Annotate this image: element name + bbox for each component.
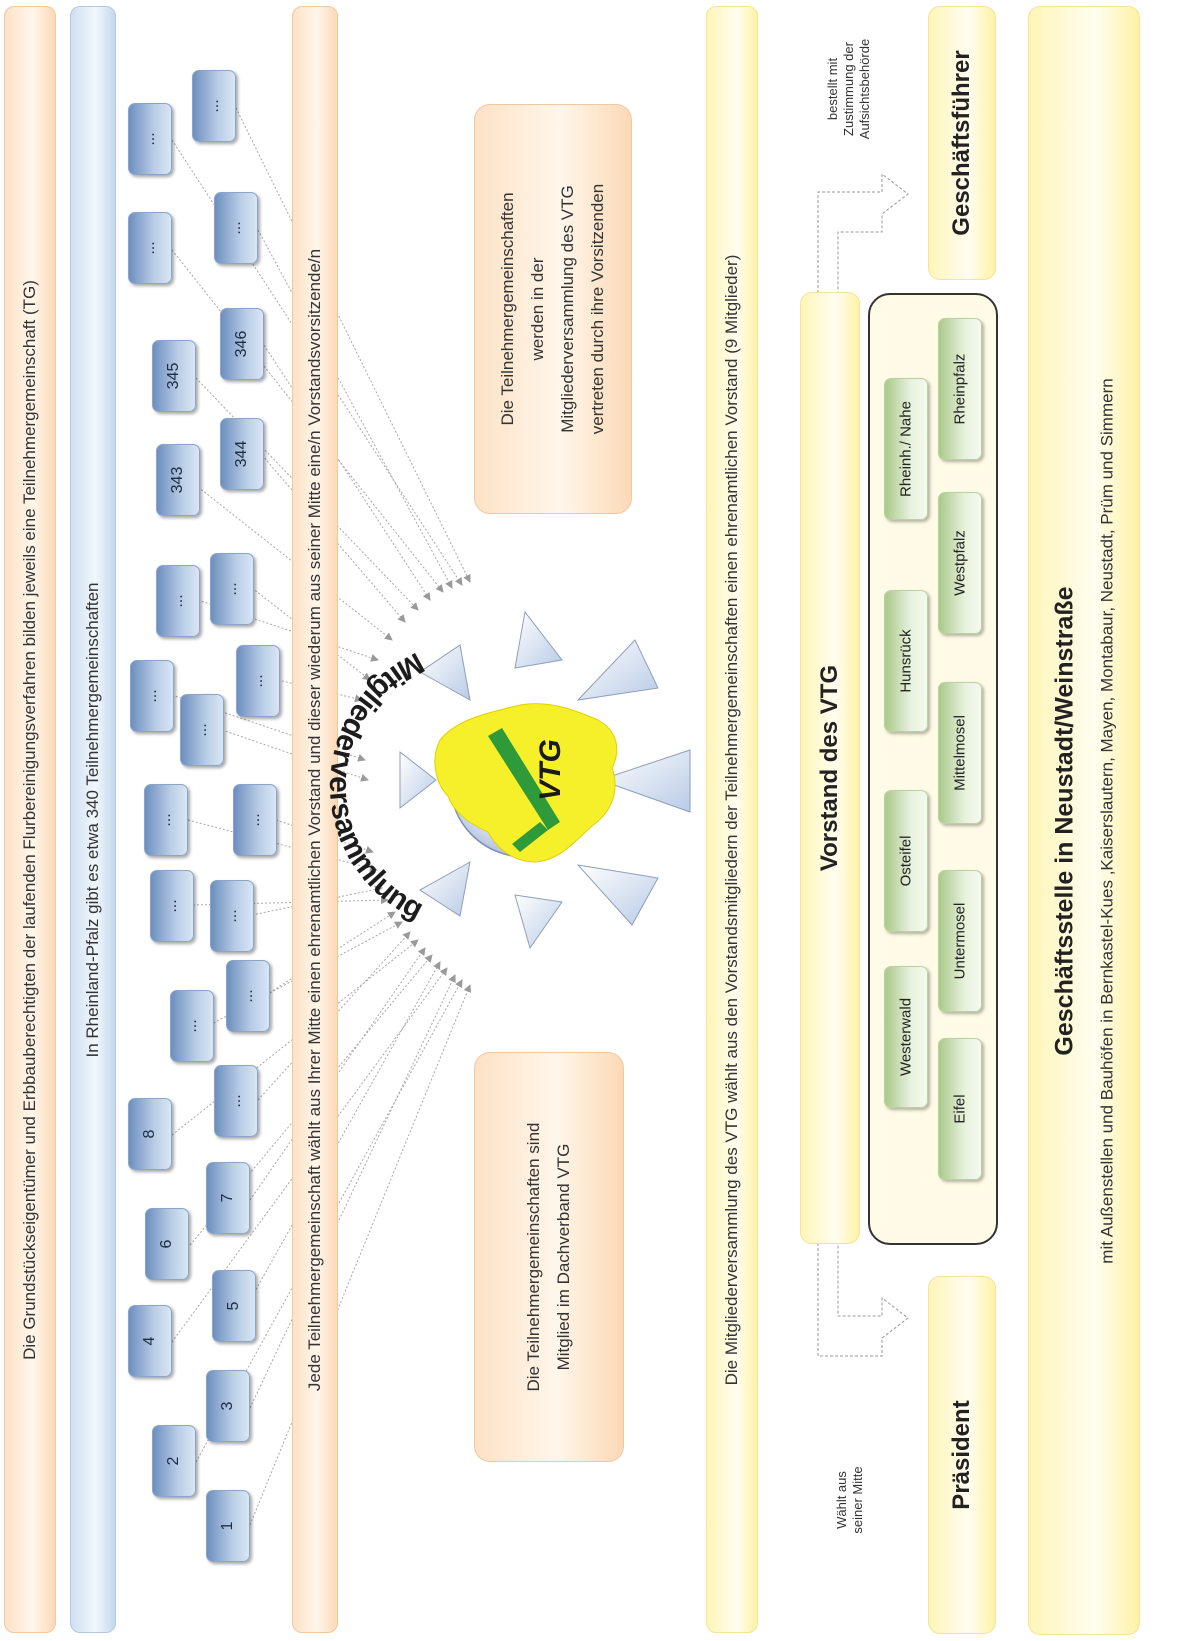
band-assembly-elects: Die Mitgliederversammlung des VTG wählt … — [706, 6, 758, 1633]
manager-box: Geschäftsführer — [928, 6, 996, 280]
region-rheinpfalz: Rheinpfalz — [938, 318, 982, 460]
ray-triangle — [399, 750, 437, 810]
tg-box-5: 5 — [212, 1270, 256, 1342]
band-tg-count: In Rheinland-Pfalz gibt es etwa 340 Teil… — [70, 6, 116, 1633]
region-label: Hunsrück — [897, 629, 915, 693]
tg-box-ellipsis: ... — [210, 880, 254, 952]
region-osteifel: Osteifel — [884, 790, 928, 932]
office-text: Geschäftsstelle in Neustadt/Weinstraße m… — [1051, 378, 1118, 1263]
tg-box-346: 346 — [220, 308, 264, 380]
tg-box-344: 344 — [220, 418, 264, 490]
check-mark-shape — [488, 728, 560, 830]
tg-box-ellipsis: ... — [128, 212, 172, 284]
tg-box-343: 343 — [156, 444, 200, 516]
region-mittelmosel: Mittelmosel — [938, 682, 982, 824]
note-represented: Die Teilnehmergemeinschaften werden in d… — [474, 104, 632, 514]
caption-line: Wählt aus — [834, 1471, 849, 1529]
region-eifel: Eifel — [938, 1038, 982, 1180]
tg-box-ellipsis: ... — [233, 784, 277, 856]
office-subtitle: mit Außenstellen und Bauhöfen in Bernkas… — [1097, 377, 1117, 1264]
tg-box-1: 1 — [206, 1490, 250, 1562]
tg-box-ellipsis: ... — [236, 645, 280, 717]
region-rheinh-nahe: Rheinh./ Nahe — [884, 378, 928, 520]
ray-triangle — [419, 644, 471, 701]
tg-box-3: 3 — [206, 1370, 250, 1442]
manager-label: Geschäftsführer — [948, 50, 975, 236]
region-westpfalz: Westpfalz — [938, 492, 982, 634]
caption-line: bestellt mit — [825, 57, 840, 121]
ray-triangle — [419, 861, 471, 917]
check-mark-shape — [512, 822, 548, 852]
logo-text: VTG — [534, 739, 567, 801]
region-label: Mittelmosel — [951, 715, 969, 791]
tg-box-ellipsis: ... — [226, 960, 270, 1032]
region-label: Rheinh./ Nahe — [897, 401, 915, 497]
region-label: Untermosel — [951, 902, 969, 980]
band-owners: Die Grundstückseigentümer und Erbbaubere… — [4, 6, 56, 1633]
tg-box-ellipsis: ... — [128, 103, 172, 175]
tg-box-ellipsis: ... — [150, 870, 194, 942]
region-untermosel: Untermosel — [938, 870, 982, 1012]
region-label: Westpfalz — [951, 530, 969, 596]
ray-triangle — [576, 639, 659, 701]
region-label: Osteifel — [897, 835, 915, 887]
vorstand-title: Vorstand des VTG — [816, 664, 843, 872]
ray-triangle — [598, 749, 691, 813]
band-tg-board: Jede Teilnehmergemeinschaft wählt aus Ih… — [292, 6, 338, 1633]
tg-box-4: 4 — [128, 1305, 172, 1377]
caption-line: Zustimmung der — [841, 42, 856, 136]
region-label: Rheinpfalz — [951, 353, 969, 425]
elects-caption-text: Wählt aus seiner Mitte — [834, 1466, 866, 1533]
caption-line: seiner Mitte — [850, 1466, 865, 1534]
tg-box-8: 8 — [128, 1098, 172, 1170]
region-westerwald: Westerwald — [884, 966, 928, 1108]
tg-box-ellipsis: ... — [170, 990, 214, 1062]
tg-box-345: 345 — [152, 340, 196, 412]
note-member: Die Teilnehmergemeinschaften sind Mitgli… — [474, 1052, 624, 1462]
tg-box-7: 7 — [206, 1162, 250, 1234]
ray-triangle — [576, 864, 659, 926]
tg-box-ellipsis: ... — [144, 784, 188, 856]
tg-box-2: 2 — [152, 1425, 196, 1497]
ray-triangle — [514, 894, 563, 950]
region-label: Westerwald — [897, 997, 915, 1077]
tg-box-6: 6 — [145, 1208, 189, 1280]
office-box: Geschäftsstelle in Neustadt/Weinstraße m… — [1028, 6, 1140, 1635]
tg-box-ellipsis: ... — [130, 660, 174, 732]
arrow-to-president — [817, 1237, 909, 1357]
tg-box-ellipsis: ... — [214, 1065, 258, 1137]
elects-caption: Wählt aus seiner Mitte — [820, 1440, 880, 1560]
region-hunsrueck: Hunsrück — [884, 590, 928, 732]
tg-box-ellipsis: ... — [210, 553, 254, 625]
arrow-to-manager — [817, 172, 909, 299]
appoints-caption: bestellt mit Zustimmung der Aufsichtsbeh… — [810, 14, 888, 164]
president-label: Präsident — [948, 1400, 975, 1510]
vorstand-title-box: Vorstand des VTG — [800, 292, 860, 1244]
caption-line: Aufsichtsbehörde — [857, 38, 872, 140]
tg-box-ellipsis: ... — [214, 192, 258, 264]
tg-box-ellipsis: ... — [180, 694, 224, 766]
tg-box-ellipsis: ... — [192, 70, 236, 142]
appoints-caption-text: bestellt mit Zustimmung der Aufsichtsbeh… — [825, 39, 873, 139]
region-label: Eifel — [951, 1094, 969, 1124]
ray-triangle — [514, 610, 563, 669]
president-box: Präsident — [928, 1276, 996, 1634]
office-title: Geschäftsstelle in Neustadt/Weinstraße — [1050, 585, 1079, 1056]
tg-box-ellipsis: ... — [156, 565, 200, 637]
